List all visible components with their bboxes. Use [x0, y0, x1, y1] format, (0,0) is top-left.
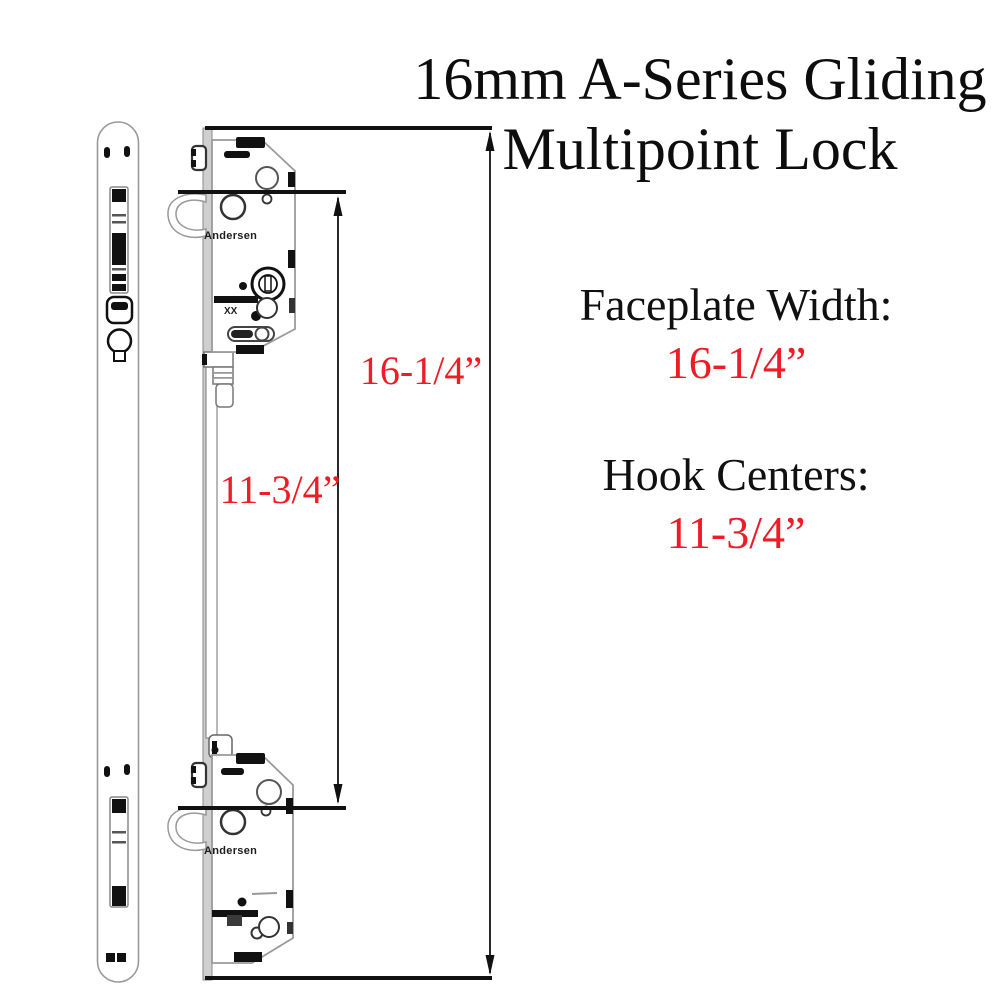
screw-hole — [124, 764, 130, 775]
lock-cylinder — [250, 266, 286, 302]
hook-dim-label: 11-3/4” — [220, 467, 341, 512]
hook-centers-dimension — [178, 190, 346, 810]
hook-centers-value: 11-3/4” — [666, 507, 806, 558]
screw-hole — [104, 147, 110, 158]
title-line-2: Multipoint Lock — [502, 116, 898, 182]
screw-hole — [124, 146, 130, 157]
brand-text-upper: Andersen — [204, 230, 257, 242]
hook-pivot-hole — [219, 808, 247, 836]
title-line-1: 16mm A-Series Gliding — [413, 46, 987, 112]
upper-slot-mechanism — [109, 186, 129, 294]
page-title: 16mm A-Series Gliding Multipoint Lock — [400, 44, 1000, 184]
arrowhead-up — [485, 131, 495, 151]
arrowhead-down — [333, 784, 343, 804]
hook-pivot-hole — [219, 193, 247, 221]
upper-hook — [167, 193, 207, 238]
hook-centers-label: Hook Centers: — [602, 449, 870, 500]
keyhole-opening — [106, 328, 133, 362]
faceplate-front-view — [96, 121, 140, 983]
latch-opening — [105, 295, 134, 325]
spec-text-block: Faceplate Width: 16-1/4” Hook Centers: 1… — [520, 276, 952, 562]
faceplate-dim-label: 16-1/4” — [360, 348, 482, 393]
screw-hole — [117, 953, 126, 962]
lower-slot-mechanism — [109, 796, 129, 908]
lower-hook — [167, 806, 207, 851]
screw-hole — [104, 766, 110, 777]
brand-text-lower: Andersen — [204, 845, 257, 857]
stamp-text-upper: XX — [224, 306, 238, 317]
screw-hole — [106, 953, 115, 962]
faceplate-width-label: Faceplate Width: — [579, 279, 893, 330]
faceplate-dimension — [205, 126, 495, 980]
arrowhead-down — [485, 955, 495, 975]
arrowhead-up — [333, 196, 343, 216]
connecting-rod — [202, 351, 234, 759]
lock-assembly-side-view: Andersen XX — [167, 127, 296, 981]
faceplate-width-value: 16-1/4” — [665, 337, 807, 388]
